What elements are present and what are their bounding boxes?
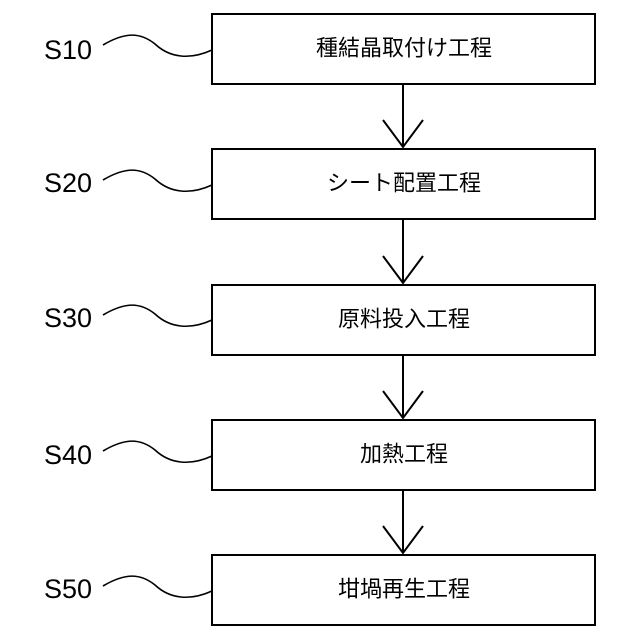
step-label: シート配置工程 [327, 172, 481, 197]
leader-line [103, 170, 212, 191]
leader-line [103, 441, 212, 462]
leader-line [103, 305, 212, 326]
step-s30: S30 原料投入工程 [44, 285, 595, 355]
arrow [383, 355, 423, 418]
step-s10: S10 種結晶取付け工程 [44, 14, 595, 84]
step-id-label: S10 [44, 35, 92, 65]
step-s20: S20 シート配置工程 [44, 149, 595, 219]
step-id-label: S50 [44, 574, 92, 604]
leader-line [103, 35, 212, 56]
step-label: 種結晶取付け工程 [316, 37, 492, 62]
arrow [383, 490, 423, 553]
step-label: 原料投入工程 [338, 308, 470, 333]
step-label: 坩堝再生工程 [338, 578, 470, 603]
leader-line [103, 576, 212, 597]
step-id-label: S40 [44, 440, 92, 470]
step-id-label: S30 [44, 303, 92, 333]
step-s50: S50 坩堝再生工程 [44, 555, 595, 625]
arrow [383, 84, 423, 147]
step-s40: S40 加熱工程 [44, 420, 595, 490]
arrow [383, 219, 423, 283]
step-id-label: S20 [44, 168, 92, 198]
step-label: 加熱工程 [360, 443, 448, 468]
